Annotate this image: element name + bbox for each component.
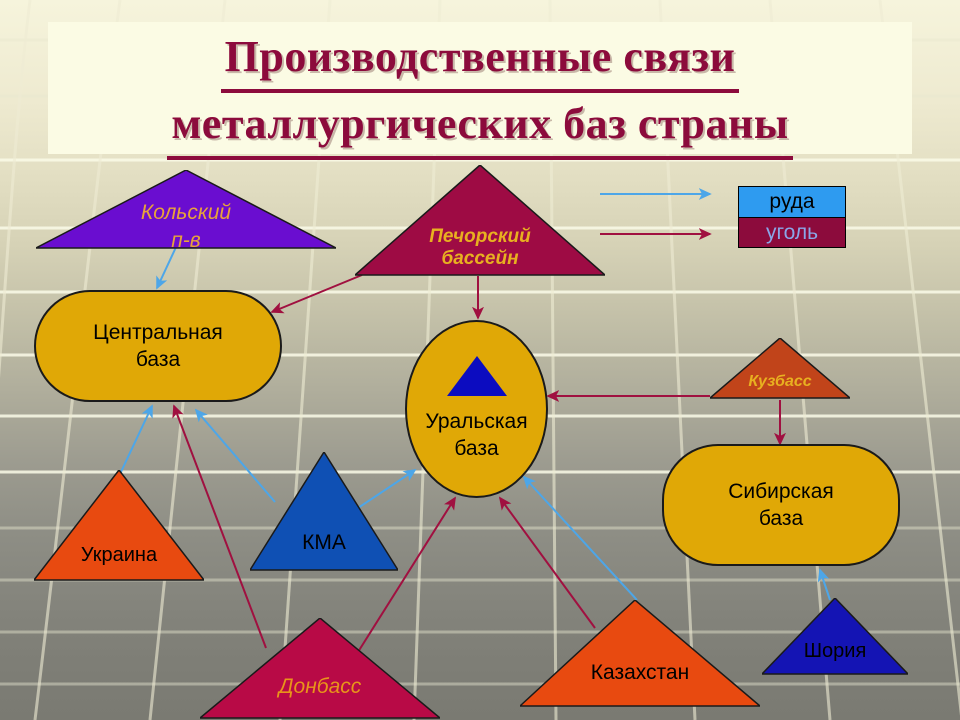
arrow-shoria-siberian (817, 568, 831, 601)
base-ural-label-line1: Уральская (425, 410, 528, 433)
resource-kma[interactable]: КМА (250, 452, 398, 572)
resource-shoria[interactable]: Шория (762, 598, 908, 676)
resource-pechora-basin[interactable]: Печорский бассейн (355, 165, 605, 277)
arrow-ukraine-central (119, 404, 153, 475)
base-central-label-line2: база (135, 348, 181, 371)
blue-triangle-icon (446, 356, 507, 405)
base-ural[interactable]: Уральская база (405, 320, 548, 498)
arrow-kolsky-central (156, 244, 178, 290)
resource-kolsky-peninsula[interactable]: Кольский п-в (36, 170, 336, 252)
base-central[interactable]: Центральная база (34, 290, 282, 402)
arrow-kazakhstan-ural-ore (522, 475, 638, 601)
resource-kazakhstan[interactable]: Казахстан (520, 600, 760, 708)
slide-title: Производственные связи металлургических … (48, 22, 912, 160)
legend: руда уголь (738, 186, 846, 248)
legend-item-coal: уголь (739, 217, 845, 247)
base-siberian-label-line2: база (758, 507, 804, 530)
base-central-label-line1: Центральная (93, 321, 223, 344)
title-line-2: металлургических баз страны (167, 93, 793, 160)
base-siberian[interactable]: Сибирская база (662, 444, 900, 566)
resource-donbass[interactable]: Донбасс (200, 618, 440, 720)
base-siberian-label-line1: Сибирская (728, 480, 834, 503)
arrow-pechora-central (270, 274, 363, 314)
base-ural-label-line2: база (454, 437, 499, 460)
resource-ukraine[interactable]: Украина (34, 470, 204, 582)
title-line-1: Производственные связи (220, 26, 740, 93)
resource-kuzbass[interactable]: Кузбасс (710, 338, 850, 400)
legend-item-ore: руда (739, 187, 845, 217)
